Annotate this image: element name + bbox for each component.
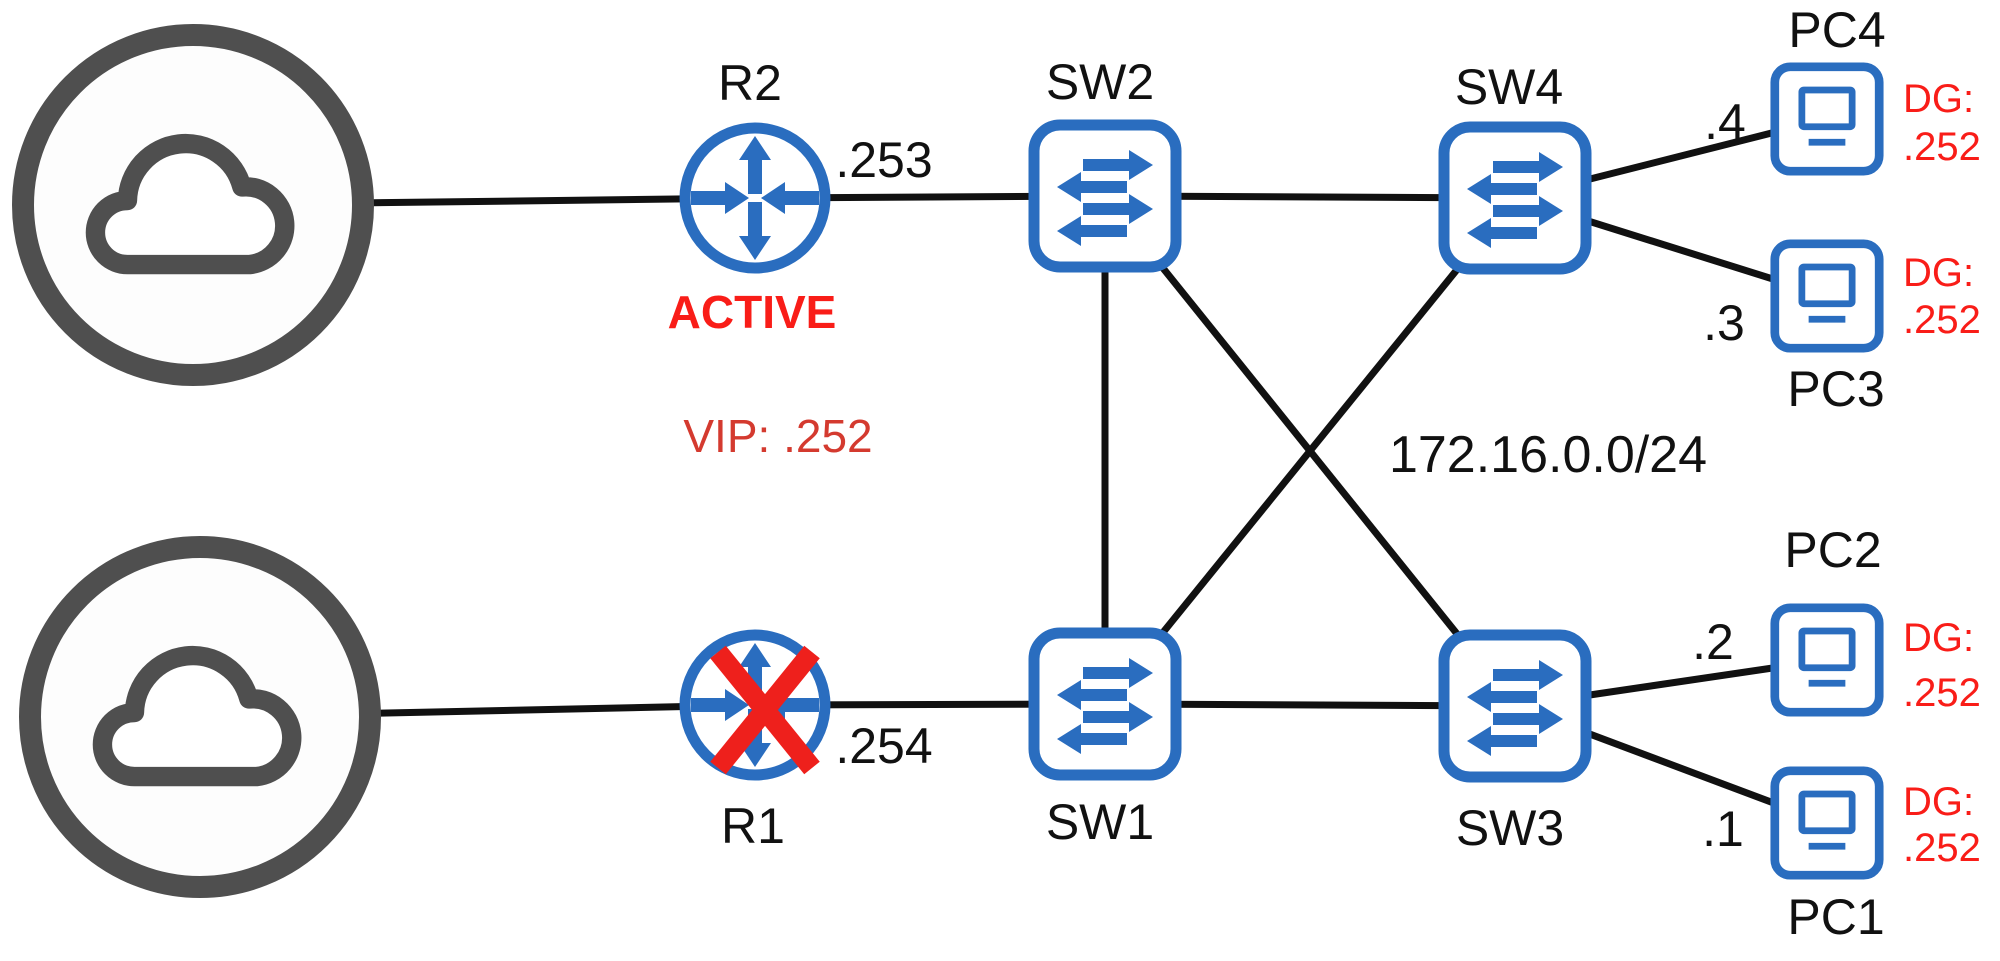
r1-ip-label: .254 [835, 718, 932, 774]
link-sw4-sw1 [1102, 195, 1518, 707]
r2-label: R2 [718, 55, 782, 111]
cloud-icon-top [23, 35, 363, 375]
label-layer: R2 .253 ACTIVE VIP: .252 R1 .254 SW2 SW4… [668, 2, 1981, 945]
network-subnet-label: 172.16.0.0/24 [1389, 426, 1707, 484]
r2-ip-label: .253 [835, 132, 932, 188]
pc1-icon [1775, 771, 1879, 875]
pc3-label: PC3 [1787, 361, 1884, 417]
pc4-label: PC4 [1788, 2, 1885, 58]
pc2-dg-value: .252 [1903, 671, 1981, 715]
vip-label: VIP: .252 [683, 410, 872, 462]
sw4-label: SW4 [1455, 59, 1563, 115]
node-layer [23, 35, 1879, 887]
r1-failed-x-icon [710, 645, 820, 775]
r1-label: R1 [721, 798, 785, 854]
switch-sw3-icon [1444, 635, 1586, 777]
switch-sw2-icon [1034, 125, 1176, 267]
pc1-label: PC1 [1787, 889, 1884, 945]
pc4-ip-label: .4 [1704, 94, 1746, 150]
pc1-dg-value: .252 [1903, 826, 1981, 870]
pc4-icon [1775, 67, 1879, 171]
pc2-dg-prefix: DG: [1903, 616, 1974, 660]
switch-sw4-icon [1444, 127, 1586, 269]
pc1-ip-label: .1 [1702, 801, 1744, 857]
pc1-dg-prefix: DG: [1903, 780, 1974, 824]
sw1-label: SW1 [1046, 794, 1154, 850]
pc3-dg-value: .252 [1903, 298, 1981, 342]
r2-status-label: ACTIVE [668, 286, 837, 338]
pc2-label: PC2 [1784, 522, 1881, 578]
cloud-icon-bottom [30, 547, 370, 887]
pc4-dg-prefix: DG: [1903, 77, 1974, 121]
sw2-label: SW2 [1046, 54, 1154, 110]
pc2-ip-label: .2 [1692, 614, 1734, 670]
pc3-icon [1775, 244, 1879, 348]
switch-sw1-icon [1034, 633, 1176, 775]
router-r2-icon [685, 128, 825, 268]
pc4-dg-value: .252 [1903, 125, 1981, 169]
pc3-ip-label: .3 [1703, 295, 1745, 351]
pc2-icon [1775, 608, 1879, 712]
pc3-dg-prefix: DG: [1903, 251, 1974, 295]
sw3-label: SW3 [1456, 800, 1564, 856]
